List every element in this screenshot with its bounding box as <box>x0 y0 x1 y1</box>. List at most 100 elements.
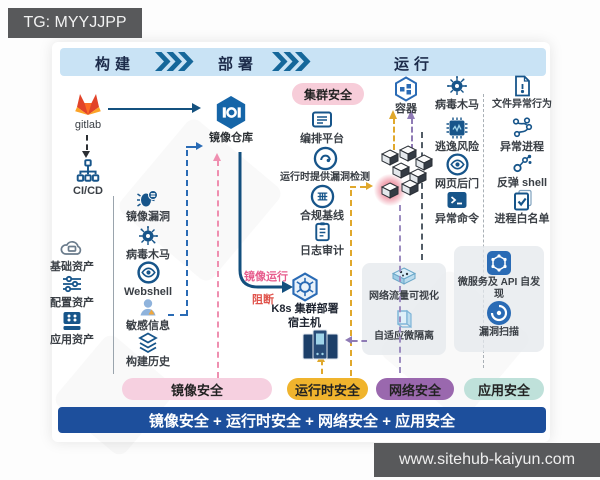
asset-item: 应用资产 <box>40 309 104 347</box>
arrowhead-right <box>196 142 203 150</box>
network-label: 自适应微隔离 <box>374 331 434 342</box>
image-registry-icon <box>216 96 246 129</box>
gitlab-icon <box>75 94 101 115</box>
image-run-label: 镜像运行 <box>244 271 288 283</box>
threat-item: 逃逸风险 <box>428 116 486 154</box>
orchestration-platform-icon <box>312 111 332 128</box>
threat-item: 网页后门 <box>428 152 486 191</box>
asset-item: 配置资产 <box>40 272 104 310</box>
scan-registry-dashed-connector <box>186 150 188 316</box>
sensitive-info-person-icon <box>140 299 156 316</box>
abnormal-command-terminal-icon <box>447 192 467 208</box>
arrowhead-right <box>366 182 373 190</box>
cluster-label: 日志审计 <box>300 245 344 257</box>
network-security-dashed-line <box>399 205 401 373</box>
process-whitelist-icon <box>514 189 532 211</box>
abnormal-process-icon <box>512 117 533 138</box>
asset-label: 应用资产 <box>50 334 94 346</box>
cluster-item: 日志审计 <box>277 220 367 258</box>
cicd-label: CI/CD <box>73 185 103 197</box>
host-servers-icon <box>302 329 339 360</box>
summary-text: 镜像安全 + 运行时安全 + 网络安全 + 应用安全 <box>148 412 456 430</box>
container-cubes-cluster <box>380 145 434 199</box>
k8s-node: K8s 集群部署 <box>271 272 339 316</box>
arrowhead-up <box>213 153 221 161</box>
tag-overlay: TG: MYYJJPP <box>8 8 142 38</box>
security-summary-bar: 镜像安全 + 运行时安全 + 网络安全 + 应用安全 <box>58 407 546 433</box>
dashed-elbow <box>350 186 366 188</box>
cicd-pipeline-icon <box>76 159 100 182</box>
micro-isolation-icon <box>397 309 412 329</box>
registry-k8s-curve-arrow <box>238 152 293 293</box>
runtime-host-connector <box>321 360 323 374</box>
container-hexagon-icon <box>395 76 417 102</box>
cloud-infrastructure-icon <box>60 241 82 255</box>
block-label: 阻断 <box>252 294 274 306</box>
container-node: 容器 <box>383 76 429 116</box>
build-history-layers-icon <box>138 332 158 354</box>
scan-label: 病毒木马 <box>126 249 170 261</box>
threat-item: 反弹 shell <box>491 152 553 190</box>
gray-dashed-line <box>421 132 423 260</box>
threat-label: 病毒木马 <box>435 99 479 111</box>
scan-item: 构建历史 <box>116 331 180 369</box>
webshell-eye-icon <box>136 261 160 284</box>
dashed-elbow <box>168 314 186 316</box>
threat-label: 文件异常行为 <box>492 99 552 110</box>
kubernetes-icon <box>292 272 318 302</box>
dashed-elbow <box>186 146 196 148</box>
cicd-node: CI/CD <box>62 158 114 198</box>
cluster-label: 编排平台 <box>300 133 344 145</box>
threat-label: 网页后门 <box>435 178 479 190</box>
chevron-arrows-icon <box>272 52 311 71</box>
tag-text: TG: MYYJJPP <box>23 14 127 31</box>
app-label: 微服务及 API 自发现 <box>457 277 541 300</box>
runtime-security-dashed-line <box>350 190 352 376</box>
threat-label: 异常进程 <box>500 141 544 153</box>
arrowhead-right <box>192 103 201 113</box>
file-anomaly-icon <box>515 75 530 97</box>
gitlab-cicd-connector <box>86 135 88 150</box>
gitlab-label: gitlab <box>74 119 102 131</box>
asset-label: 基础资产 <box>50 261 94 273</box>
purple-up-connector <box>411 118 413 150</box>
host-label: 宿主机 <box>288 317 321 329</box>
phase-run: 运行 <box>393 56 434 73</box>
virus-icon <box>447 76 467 95</box>
website-overlay: www.sitehub-kaiyun.com <box>374 443 600 477</box>
scan-item: Webshell <box>116 260 180 299</box>
gitlab-registry-arrow <box>108 108 192 110</box>
asset-item: 基础资产 <box>40 236 104 274</box>
threat-label: 反弹 shell <box>496 177 548 189</box>
config-sliders-icon <box>63 275 81 293</box>
scan-item: 敏感信息 <box>116 295 180 333</box>
arrowhead-left <box>345 336 352 344</box>
threat-item: 异常进程 <box>491 116 553 154</box>
website-url: www.sitehub-kaiyun.com <box>398 451 576 468</box>
threat-label: 异常命令 <box>435 213 479 225</box>
scan-label: Webshell <box>123 286 173 298</box>
cluster-security-badge: 集群安全 <box>292 83 364 105</box>
network-item: 网络流量可视化 <box>364 266 444 303</box>
scan-label: 镜像漏洞 <box>126 211 170 223</box>
threat-label: 逃逸风险 <box>435 141 479 153</box>
network-label: 网络流量可视化 <box>369 291 439 302</box>
isolation-host-connector <box>352 340 367 342</box>
scan-item: 病毒木马 <box>116 224 180 262</box>
threat-item: 病毒木马 <box>428 74 486 112</box>
arrowhead-down <box>82 151 90 158</box>
scan-label: 构建历史 <box>126 356 170 368</box>
scan-label: 敏感信息 <box>126 320 170 332</box>
app-label: 漏洞扫描 <box>479 327 519 338</box>
microservice-api-discovery-icon <box>487 251 511 275</box>
runtime-detection-icon <box>313 146 337 171</box>
image-security-dashed-line <box>217 160 219 378</box>
badge-runtime-security: 运行时安全 <box>287 378 368 400</box>
threat-columns-divider <box>483 94 484 368</box>
arrowhead-up <box>389 110 397 119</box>
yellow-up-connector <box>393 118 395 150</box>
threat-item: 异常命令 <box>428 188 486 226</box>
cluster-label: 合规基线 <box>300 210 344 222</box>
badge-application-security: 应用安全 <box>464 378 544 400</box>
